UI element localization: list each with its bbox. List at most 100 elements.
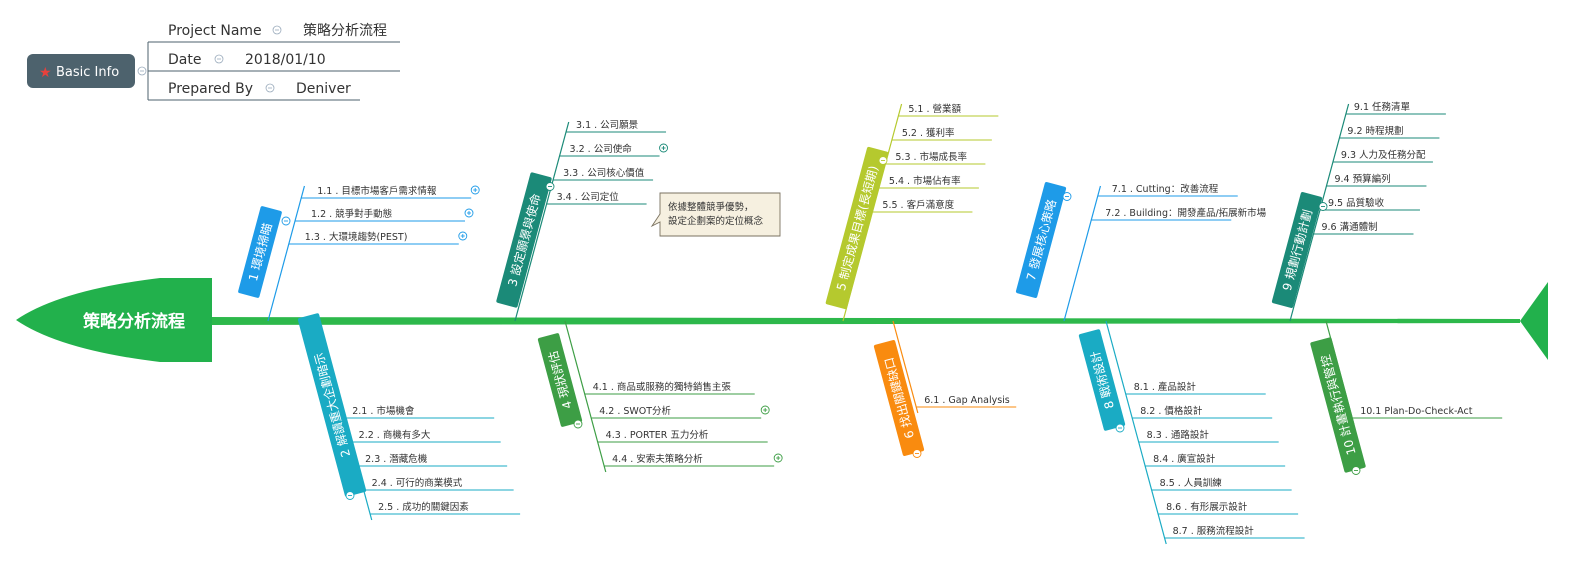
sub-item[interactable]: 8.5 . 人員訓練 <box>1151 477 1292 491</box>
sub-item-label: 5.4 . 市場佔有率 <box>889 175 961 187</box>
field-key-prepared-by: Prepared By <box>168 81 253 97</box>
sub-item[interactable]: 4.3 . PORTER 五力分析 <box>597 429 768 443</box>
branch-box[interactable]: 9 規劃行動計劃 <box>1271 192 1323 309</box>
sub-item[interactable]: 3.2 . 公司使命 <box>559 143 668 157</box>
sub-item[interactable]: 5.5 . 客戶滿意度 <box>872 199 973 213</box>
branch-7: 7.1 . Cutting：改善流程 7.2 . Building：開發產品/拓展… <box>1015 182 1267 322</box>
sub-item-label: 9.6 溝通體制 <box>1321 221 1377 233</box>
sub-item[interactable]: 7.2 . Building：開發產品/拓展新市場 <box>1091 207 1267 221</box>
star-icon: ★ <box>39 65 52 81</box>
sub-item-label: 5.2 . 獲利率 <box>902 127 955 139</box>
expand-icon[interactable] <box>773 453 783 463</box>
sub-item-label: 6.1 . Gap Analysis <box>924 395 1010 406</box>
collapse-icon[interactable] <box>1062 192 1072 201</box>
collapse-icon[interactable] <box>1351 466 1361 475</box>
sub-item[interactable]: 9.6 溝通體制 <box>1313 221 1414 235</box>
field-value-project-name: 策略分析流程 <box>303 22 387 39</box>
sub-item[interactable]: 8.6 . 有形展示設計 <box>1158 501 1299 515</box>
expand-icon[interactable] <box>470 185 480 195</box>
sub-item-label: 8.1 . 產品設計 <box>1134 381 1197 393</box>
branch-box[interactable]: 10 計畫執行與管控 <box>1310 337 1366 473</box>
sub-item[interactable]: 8.7 . 服務流程設計 <box>1164 525 1305 539</box>
sub-item[interactable]: 9.1 任務清單 <box>1345 101 1446 115</box>
sub-item[interactable]: 8.2 . 價格設計 <box>1132 405 1273 419</box>
branch-box[interactable]: 5 制定成果目標(長短期) <box>825 146 889 310</box>
branch-2: 2.1 . 市場機會 2.2 . 商機有多大 2.3 . 潛藏危機 2.4 . 可行的… <box>297 313 521 521</box>
collapse-icon[interactable] <box>878 156 888 165</box>
fish-skeleton: 策略分析流程 <box>16 278 1548 362</box>
fish-head[interactable] <box>16 278 212 362</box>
branch-box[interactable]: 4 現狀評估 <box>537 333 583 428</box>
sub-item-label: 5.1 . 營業額 <box>908 103 961 115</box>
sub-item-label: 3.4 . 公司定位 <box>557 191 620 203</box>
sub-item[interactable]: 3.4 . 公司定位 <box>546 191 647 205</box>
collapse-icon[interactable] <box>272 25 282 35</box>
callout-note[interactable]: 依據整體競爭優勢，設定企劃案的定位概念 <box>650 192 781 237</box>
sub-item-label: 9.1 任務清單 <box>1354 101 1410 113</box>
sub-item-label: 2.2 . 商機有多大 <box>359 429 431 441</box>
branch-box[interactable]: 6 找出關鍵缺口 <box>873 340 925 457</box>
branch-box[interactable]: 1 環境掃瞄 <box>238 206 283 299</box>
sub-item-label: 1.3 . 大環境趨勢(PEST) <box>305 231 408 243</box>
sub-item-label: 5.5 . 客戶滿意度 <box>882 199 954 211</box>
collapse-icon[interactable] <box>214 54 224 64</box>
sub-item[interactable]: 2.3 . 潛藏危機 <box>357 453 508 467</box>
sub-item[interactable]: 1.2 . 競爭對手動態 <box>295 208 474 222</box>
sub-item-label: 2.4 . 可行的商業模式 <box>372 477 463 489</box>
sub-item[interactable]: 8.3 . 通路設計 <box>1138 429 1279 443</box>
expand-icon[interactable] <box>659 143 668 153</box>
sub-item-label: 1.2 . 競爭對手動態 <box>311 208 392 220</box>
sub-item[interactable]: 2.2 . 商機有多大 <box>350 429 501 443</box>
sub-item[interactable]: 3.1 . 公司願景 <box>566 120 667 133</box>
sub-item[interactable]: 6.1 . Gap Analysis <box>916 395 1017 408</box>
branch-box[interactable]: 8 戰術設計 <box>1078 329 1126 431</box>
sub-item[interactable]: 7.1 . Cutting：改善流程 <box>1097 183 1238 197</box>
branch-box[interactable]: 2 解讀重大企劃暗示 <box>297 313 367 497</box>
field-value-date: 2018/01/10 <box>245 52 326 68</box>
expand-icon[interactable] <box>760 405 770 415</box>
sub-item-label: 9.2 時程規劃 <box>1347 125 1403 137</box>
sub-item-label: 3.1 . 公司願景 <box>576 120 638 131</box>
branch-9: 9.1 任務清單 9.2 時程規劃 9.3 人力及任務分配 9.4 預算編列 9.5 品… <box>1271 101 1446 322</box>
sub-item[interactable]: 8.4 . 廣宣設計 <box>1145 453 1286 467</box>
collapse-icon[interactable] <box>912 449 922 458</box>
sub-item[interactable]: 2.5 . 成功的關鍵因素 <box>370 501 521 515</box>
sub-item[interactable]: 9.5 品質驗收 <box>1319 197 1420 211</box>
branch-box[interactable]: 7 發展核心策略 <box>1015 182 1067 299</box>
sub-item[interactable]: 5.4 . 市場佔有率 <box>878 175 979 189</box>
collapse-icon[interactable] <box>1115 423 1125 433</box>
sub-item[interactable]: 10.1 Plan-Do-Check-Act <box>1352 406 1503 419</box>
basic-info-group: ★ Basic Info Project Name 策略分析流程 Date 20… <box>27 22 400 101</box>
sub-item[interactable]: 4.4 . 安索夫策略分析 <box>604 453 783 467</box>
sub-item[interactable]: 9.4 預算編列 <box>1326 173 1427 187</box>
sub-item[interactable]: 5.2 . 獲利率 <box>891 127 992 141</box>
sub-item-label: 9.3 人力及任務分配 <box>1341 149 1426 161</box>
sub-item[interactable]: 4.2 . SWOT分析 <box>591 405 770 419</box>
collapse-icon[interactable] <box>281 216 291 226</box>
expand-icon[interactable] <box>458 231 468 241</box>
collapse-icon[interactable] <box>345 491 355 500</box>
sub-item[interactable]: 1.1 . 目標市場客戶需求情報 <box>301 185 480 199</box>
collapse-icon[interactable] <box>573 419 583 429</box>
branch-label: 5 制定成果目標(長短期) <box>833 164 881 292</box>
sub-item-label: 2.1 . 市場機會 <box>352 405 415 417</box>
sub-item[interactable]: 9.3 人力及任務分配 <box>1332 149 1433 163</box>
collapse-icon[interactable] <box>545 182 555 191</box>
sub-item-label: 10.1 Plan-Do-Check-Act <box>1360 406 1473 417</box>
sub-item-label: 5.3 . 市場成長率 <box>895 151 967 163</box>
sub-item[interactable]: 9.2 時程規劃 <box>1339 125 1440 139</box>
collapse-icon[interactable] <box>265 83 275 93</box>
sub-item-label: 2.5 . 成功的關鍵因素 <box>378 501 469 513</box>
collapse-icon[interactable] <box>1318 202 1328 211</box>
callout-text: 設定企劃案的定位概念 <box>668 215 764 227</box>
sub-item[interactable]: 5.3 . 市場成長率 <box>885 151 986 165</box>
sub-item[interactable]: 2.4 . 可行的商業模式 <box>363 477 514 491</box>
sub-item[interactable]: 3.3 . 公司核心價值 <box>553 167 654 181</box>
sub-item[interactable]: 1.3 . 大環境趨勢(PEST) <box>288 231 468 245</box>
sub-item[interactable]: 5.1 . 營業額 <box>898 103 999 117</box>
sub-item[interactable]: 4.1 . 商品或服務的獨特銷售主張 <box>584 381 755 395</box>
sub-item[interactable]: 8.1 . 產品設計 <box>1125 381 1266 395</box>
expand-icon[interactable] <box>464 208 474 218</box>
basic-info-node[interactable] <box>27 54 135 88</box>
sub-item[interactable]: 2.1 . 市場機會 <box>344 405 495 419</box>
